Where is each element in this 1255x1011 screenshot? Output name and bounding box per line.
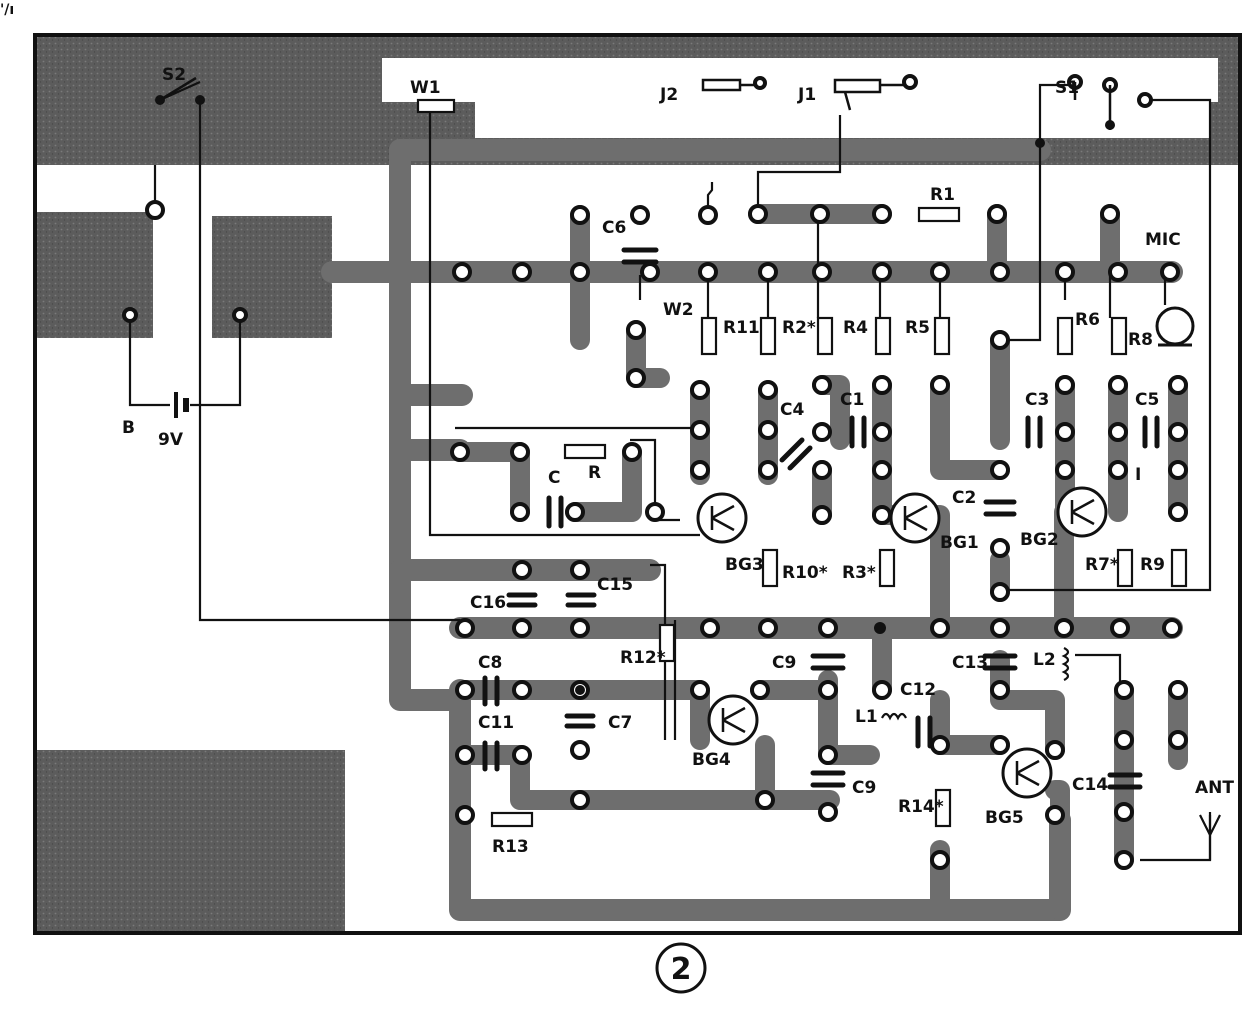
jack-j2 [701, 78, 755, 92]
label-r9: R9 [1140, 555, 1165, 575]
label-l1: L1 [855, 707, 878, 727]
label-c9b: C9 [852, 778, 876, 798]
label-r13: R13 [492, 837, 529, 857]
label-s1: S1 [1055, 78, 1079, 98]
transistor-symbols [710, 498, 1095, 787]
label-r8: R8 [1128, 330, 1153, 350]
switch-s2 [159, 76, 197, 102]
label-c6: C6 [602, 218, 626, 238]
label-ant: ANT [1195, 778, 1234, 798]
label-w2: W2 [663, 300, 694, 320]
switches-and-jacks [159, 76, 1112, 130]
label-r3: R3* [842, 563, 876, 583]
label-j1: J1 [797, 85, 816, 105]
label-r7: R7* [1085, 555, 1119, 575]
label-r5: R5 [905, 318, 930, 338]
label-b: B [122, 418, 135, 438]
label-s2: S2 [162, 65, 186, 85]
label-r6: R6 [1075, 310, 1100, 330]
label-c12: C12 [900, 680, 936, 700]
label-c2: C2 [952, 488, 976, 508]
label-mic: MIC [1145, 230, 1181, 250]
label-r12: R12* [620, 648, 666, 668]
label-i: I [1135, 465, 1141, 485]
pads [122, 74, 1188, 870]
inductors [881, 647, 1070, 721]
corner-mark: '/ı [0, 2, 14, 18]
label-c7: C7 [608, 713, 632, 733]
component-labels: S2 W1 J2 J1 S1 MIC B 9V C6 R1 W2 R11 R2*… [122, 65, 1234, 857]
battery [174, 392, 189, 418]
label-c13: C13 [952, 653, 988, 673]
label-r1: R1 [930, 185, 955, 205]
label-bg4: BG4 [692, 750, 731, 770]
label-r14: R14* [898, 797, 944, 817]
label-c16: C16 [470, 593, 506, 613]
label-c14: C14 [1072, 775, 1108, 795]
label-bg1: BG1 [940, 533, 979, 553]
figure-number-text: 2 [671, 952, 692, 987]
label-9v: 9V [158, 430, 184, 450]
label-r10: R10* [782, 563, 828, 583]
label-c8: C8 [478, 653, 502, 673]
label-r11: R11 [723, 318, 760, 338]
label-bg2: BG2 [1020, 530, 1059, 550]
switch-s1 [1073, 82, 1112, 130]
label-r4: R4 [843, 318, 868, 338]
label-w1: W1 [410, 78, 441, 98]
label-r2: R2* [782, 318, 816, 338]
label-bg3: BG3 [725, 555, 764, 575]
label-c11: C11 [478, 713, 514, 733]
ground-planes [37, 37, 1238, 931]
label-j2: J2 [659, 85, 678, 105]
label-c4: C4 [780, 400, 804, 420]
center-pad-block [212, 216, 332, 338]
label-c: C [548, 468, 560, 488]
label-c9a: C9 [772, 653, 796, 673]
label-c5: C5 [1135, 390, 1159, 410]
capacitors [482, 247, 1160, 790]
label-l2: L2 [1033, 650, 1056, 670]
figure-number: 2 [655, 942, 707, 994]
bottom-left-ground [37, 750, 345, 931]
label-c3: C3 [1025, 390, 1049, 410]
label-bg5: BG5 [985, 808, 1024, 828]
label-c15: C15 [597, 575, 633, 595]
label-r: R [588, 463, 601, 483]
label-c1: C1 [840, 390, 864, 410]
microphone-symbol [1155, 306, 1195, 347]
jack-j1 [833, 78, 905, 111]
top-ground-plane [37, 37, 1238, 165]
resistors [416, 98, 1188, 828]
